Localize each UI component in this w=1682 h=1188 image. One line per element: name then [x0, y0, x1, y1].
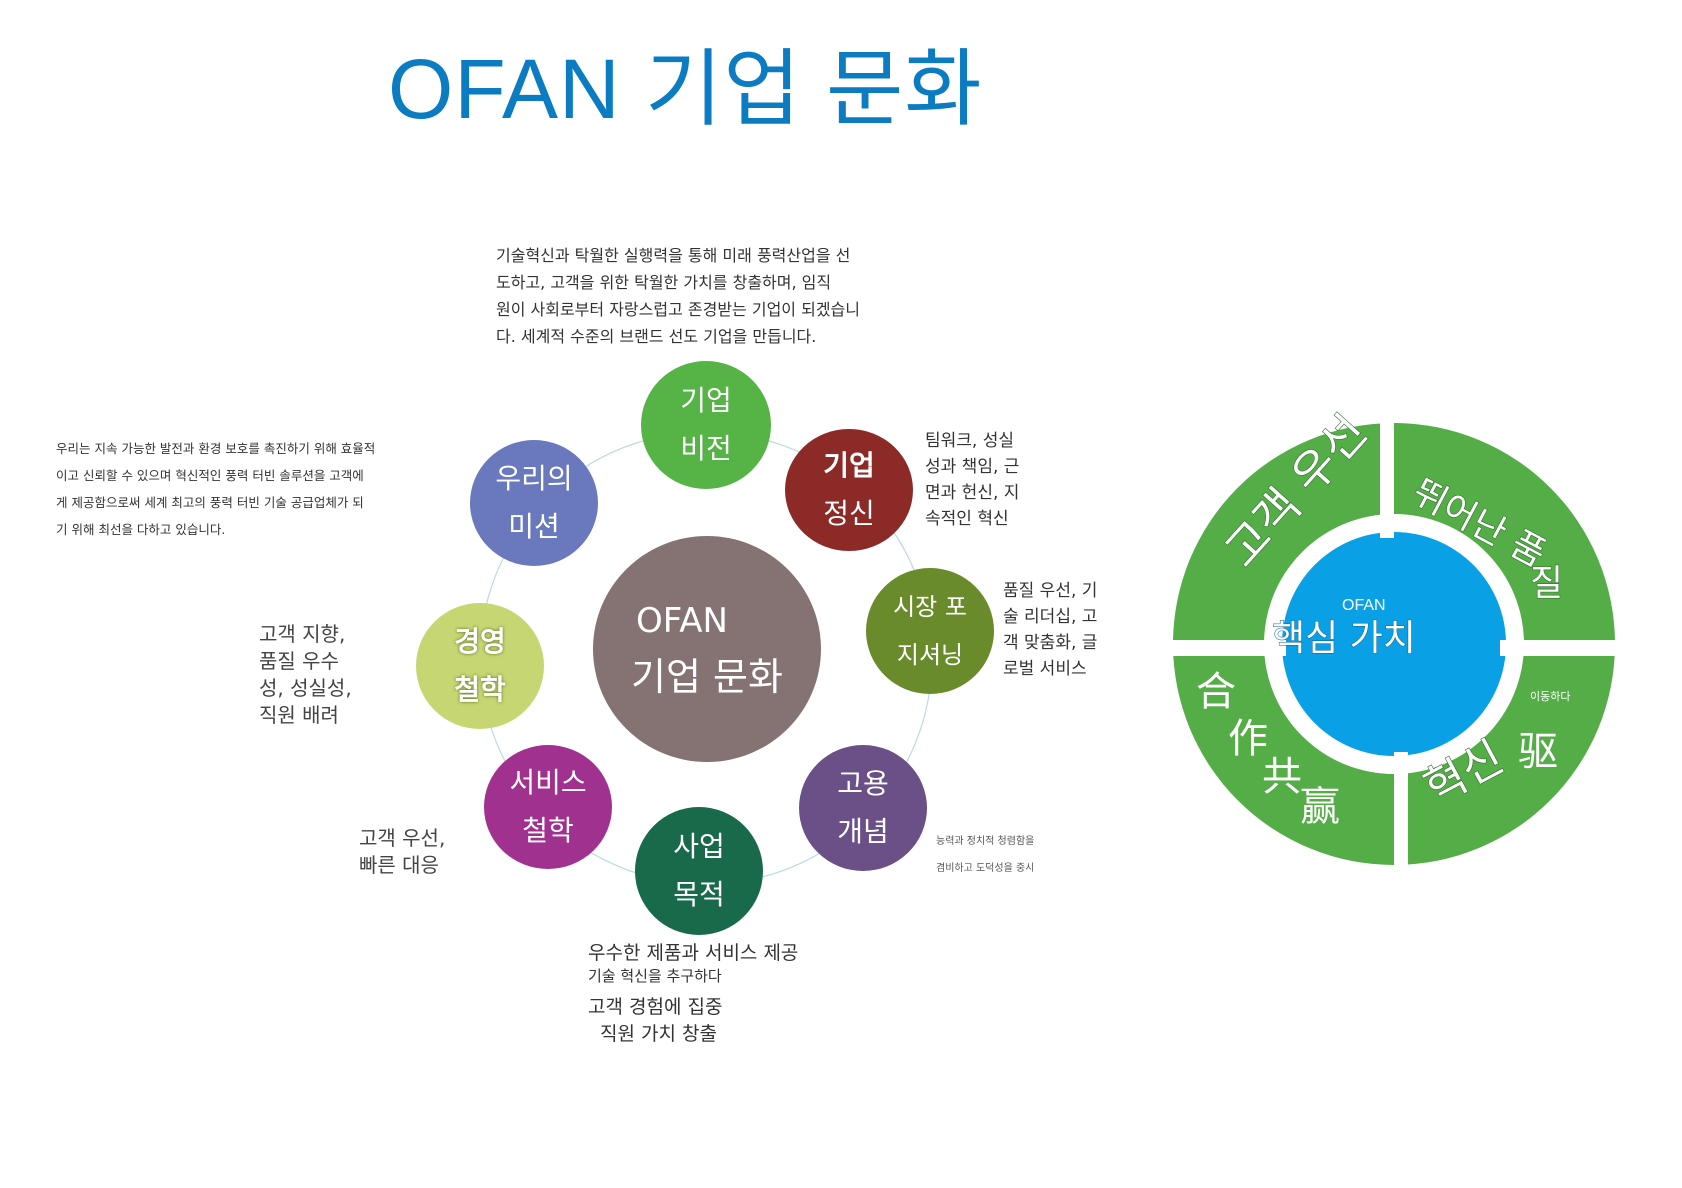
text-line: 겸비하고 도덕성을 중시 [936, 863, 1035, 874]
bubble-label: 목적 [673, 878, 725, 911]
text-line: 기 위해 최선을 다하고 있습니다. [56, 522, 226, 537]
bubble-label: 지셔닝 [896, 641, 964, 669]
bubble-label: 기업 [823, 449, 875, 482]
bubble-label: 서비스 [509, 766, 587, 799]
bubble-label: 비전 [680, 432, 732, 465]
text-line: 원이 사회로부터 자랑스럽고 존경받는 기업이 되겠습니 [496, 300, 860, 319]
text-line: 속적인 혁신 [925, 509, 1009, 529]
text-line: 능력과 정치적 청렴함을 [936, 836, 1035, 847]
text-line: 고객 지향, [259, 622, 346, 646]
bubble-label: 우리의 [495, 462, 573, 495]
page-title: OFAN 기업 문화 [388, 42, 983, 136]
text-line: 빠른 대응 [359, 853, 439, 877]
text-line: 직원 배려 [259, 703, 339, 727]
text-line: 면과 헌신, 지 [925, 483, 1020, 503]
text-line: 술 리더십, 고 [1003, 607, 1098, 627]
bubble-label: 개념 [837, 815, 889, 848]
text-line: 팀워크, 성실 [925, 431, 1015, 451]
text-line: 고객 경험에 집중 [588, 996, 723, 1018]
text-line: 로벌 서비스 [1003, 659, 1087, 679]
text-line: 우수한 제품과 서비스 제공 [588, 942, 799, 964]
bubble-label: 철학 [522, 814, 574, 847]
bubble-label: 경영 [454, 625, 506, 658]
text-line: 이고 신뢰할 수 있으며 혁신적인 풍력 터빈 솔루션을 고객에 [56, 468, 364, 483]
text-line: 품질 우수 [259, 649, 339, 673]
text-line: 다. 세계적 수준의 브랜드 선도 기업을 만듭니다. [496, 327, 817, 346]
bubble-label: 철학 [454, 673, 506, 706]
text-line: 기술혁신과 탁월한 실행력을 통해 미래 풍력산업을 선 [496, 246, 851, 265]
text-line: 도하고, 고객을 위한 탁월한 가치를 창출하며, 임직 [496, 273, 832, 292]
bubble-label: 기업 [680, 384, 732, 417]
text-line: 기술 혁신을 추구하다 [588, 967, 722, 985]
bubble-label: 미션 [508, 510, 560, 543]
text-line: 고객 우선, [359, 826, 446, 850]
purpose-text: 우수한 제품과 서비스 제공 기술 혁신을 추구하다 고객 경험에 집중 직원 … [588, 938, 798, 1046]
text-line: 직원 가치 창출 [600, 1023, 717, 1045]
center-line1: OFAN [636, 601, 728, 641]
text-line: 우리는 지속 가능한 발전과 환경 보호를 촉진하기 위해 효율적 [56, 441, 376, 456]
text-line: 게 제공함으로써 세계 최고의 풍력 터빈 기술 공급업체가 되 [56, 495, 364, 510]
bubble-label: 고용 [837, 767, 889, 800]
bubble-label: 정신 [823, 497, 875, 530]
center-line2: 기업 문화 [631, 655, 783, 699]
center-circle: OFAN 기업 문화 [593, 536, 821, 762]
text-line: 성과 책임, 근 [925, 457, 1020, 477]
bubble-label: 사업 [673, 830, 725, 863]
bubble-label: 시장 포 [893, 593, 967, 621]
text-line: 객 맞춤화, 글 [1003, 633, 1098, 653]
text-line: 품질 우선, 기 [1003, 581, 1098, 601]
text-line: 성, 성실성, [259, 676, 352, 700]
service-text: 고객 우선, 빠른 대응 [359, 822, 446, 877]
